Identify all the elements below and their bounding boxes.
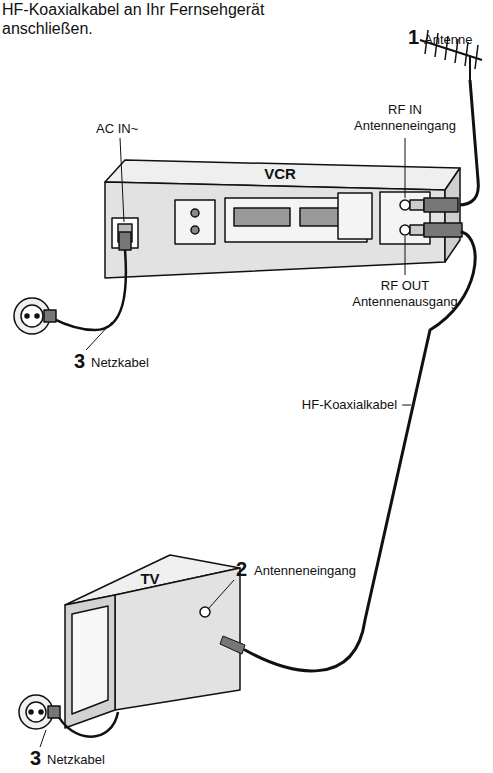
tv-housing	[65, 555, 240, 728]
port-label: Antennenausgang	[350, 294, 460, 310]
rf-plugs	[410, 198, 462, 237]
coax-cable	[245, 232, 475, 671]
device-name: VCR	[210, 165, 350, 182]
port-label: RF OUT	[350, 278, 460, 294]
antenna-cable	[458, 80, 478, 205]
port-label: Antenneneingang	[254, 563, 356, 579]
port-label: RF IN	[345, 102, 465, 118]
vcr-housing	[105, 160, 460, 278]
part-label: Netzkabel	[47, 752, 105, 768]
port-label: Antenneneingang	[345, 118, 465, 134]
vcr-power-cord	[14, 232, 131, 334]
vcr-box: VCR	[100, 150, 462, 278]
cable-label: HF-Koaxialkabel	[300, 397, 399, 413]
part-label: Antenne	[424, 32, 472, 48]
port-label: AC IN~	[96, 121, 138, 137]
antenna-symbol	[420, 30, 482, 82]
tv-power-cord	[19, 695, 118, 737]
callout-number: 2	[236, 558, 247, 580]
callout-number: 1	[408, 26, 419, 48]
cable-plug	[220, 636, 245, 654]
callout-number: 3	[30, 747, 41, 769]
leader-line	[402, 405, 411, 406]
device-name: TV	[135, 570, 165, 587]
part-label: Netzkabel	[91, 355, 149, 371]
callout-number: 3	[74, 350, 85, 372]
instruction-text: HF-Koaxialkabel an Ihr Fernsehgerät ansc…	[2, 0, 292, 38]
tv-box: TV	[60, 550, 245, 730]
